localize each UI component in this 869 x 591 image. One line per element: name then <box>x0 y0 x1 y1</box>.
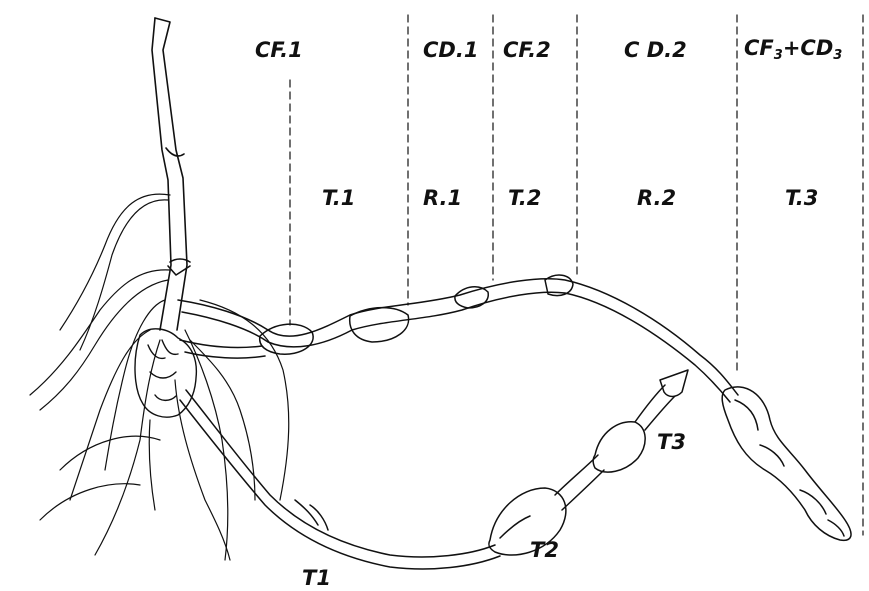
plus-sign: + <box>783 36 801 60</box>
swelling-2 <box>350 308 409 342</box>
phase-label-cf2: CF.2 <box>503 40 551 61</box>
phase-label-cf1: CF.1 <box>255 40 303 61</box>
tuber-label-t2: T2 <box>530 540 559 561</box>
zone-label-t2: T.2 <box>508 188 541 209</box>
zone-label-r2: R.2 <box>637 188 676 209</box>
phase-label-cd2: C D.2 <box>624 40 687 61</box>
phase-label-cd1: CD.1 <box>423 40 478 61</box>
cf3-text: CF <box>744 36 774 60</box>
tuber-chain-right <box>722 387 851 540</box>
swelling-1 <box>260 324 313 354</box>
zone-label-t1: T.1 <box>322 188 355 209</box>
cf3-subscript: 3 <box>774 48 783 63</box>
stolon-tip <box>660 370 688 397</box>
phase-divider-lines <box>290 15 863 535</box>
stolon-lower <box>180 340 688 569</box>
zone-label-t3: T.3 <box>785 188 818 209</box>
zone-label-r1: R.1 <box>423 188 462 209</box>
cd3-subscript: 3 <box>833 48 842 63</box>
cd3-text: CD <box>800 36 833 60</box>
phase-label-cf3-cd3: CF3+CD3 <box>744 38 842 62</box>
tuber-label-t3: T3 <box>657 432 686 453</box>
stolon-upper <box>178 275 851 540</box>
tuber-t3 <box>593 422 645 472</box>
tuber-label-t1: T1 <box>302 568 331 589</box>
swelling-3 <box>455 287 488 308</box>
